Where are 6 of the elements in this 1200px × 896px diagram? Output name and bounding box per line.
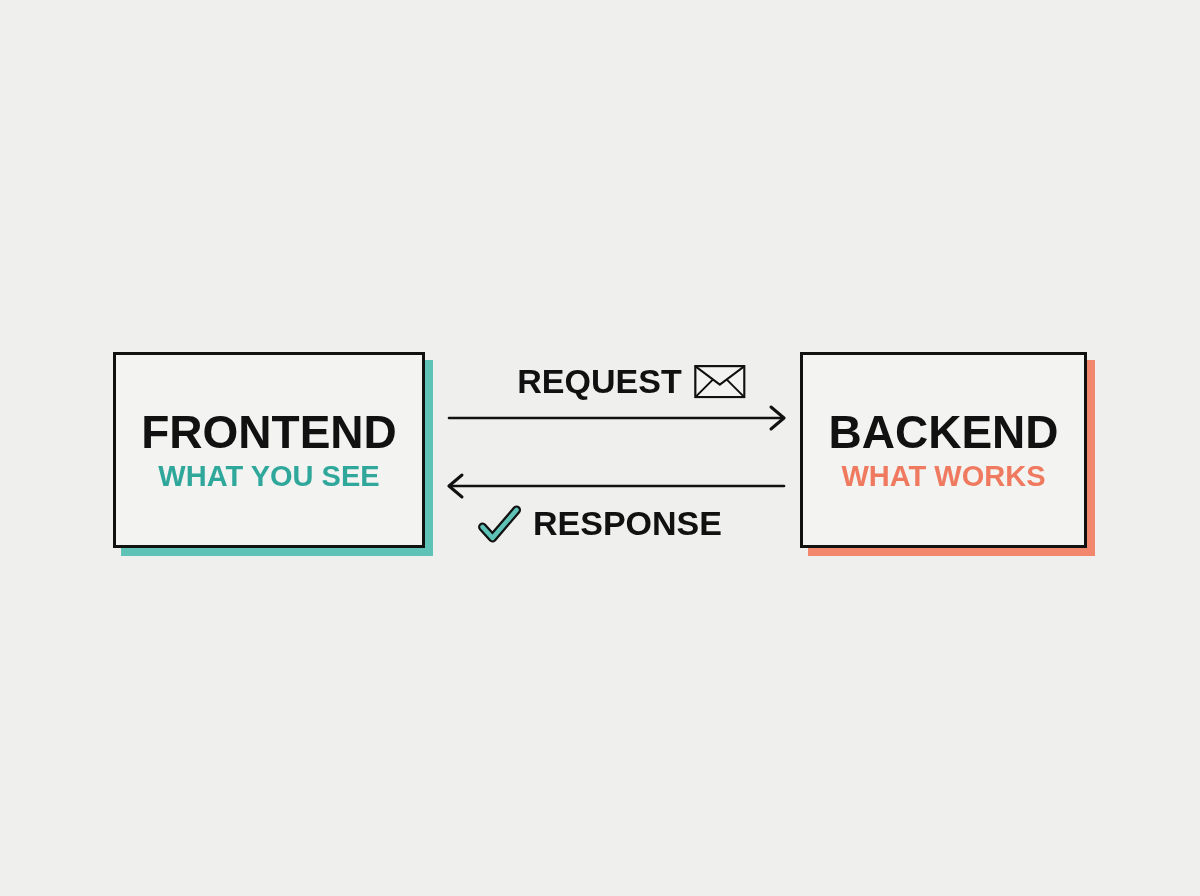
arrow <box>447 473 786 499</box>
node-subtitle: WHAT YOU SEE <box>158 459 380 493</box>
node-subtitle: WHAT WORKS <box>841 459 1046 493</box>
arrow <box>447 405 786 431</box>
node-title: FRONTEND <box>141 407 397 458</box>
node-title: BACKEND <box>828 407 1059 458</box>
